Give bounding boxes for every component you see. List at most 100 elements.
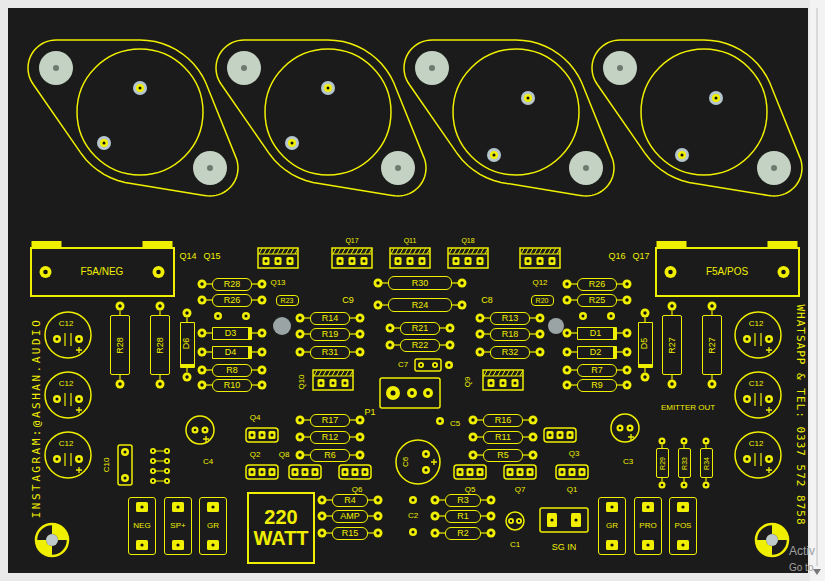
solder-pad <box>507 468 514 476</box>
electrolytic-capacitor <box>45 372 91 418</box>
drill-hole <box>353 470 356 473</box>
solder-pad <box>708 380 717 389</box>
solder-pad <box>287 257 294 265</box>
drill-hole <box>625 298 628 301</box>
heatsink-hatch <box>427 249 430 255</box>
component-lead <box>440 327 446 328</box>
solder-pad <box>557 431 564 439</box>
drill-hole <box>139 87 142 90</box>
solder-pad <box>536 314 545 323</box>
solder-pad <box>563 381 572 390</box>
part-label: R34 <box>703 457 710 470</box>
heatsink-hatch <box>535 249 538 255</box>
heatsink-hatch <box>405 249 408 255</box>
solder-pad <box>743 455 751 463</box>
resistor-body: R23 <box>276 295 299 306</box>
resistor-body: R24 <box>388 298 452 312</box>
drill-hole <box>681 543 684 546</box>
heatsink-hatch <box>485 249 488 255</box>
heatsink-hatch <box>472 249 475 255</box>
drill-hole <box>200 350 203 353</box>
to3-body <box>77 49 203 175</box>
heatsink-hatch <box>342 249 345 255</box>
solder-pad <box>490 151 498 159</box>
drill-hole <box>264 259 267 262</box>
mounting-pad <box>39 51 73 85</box>
drill-hole <box>670 304 673 307</box>
solder-pad <box>642 502 654 512</box>
heatsink-hatch <box>414 249 417 255</box>
drill-hole <box>211 543 214 546</box>
heatsink-hatch <box>539 249 542 255</box>
drill-hole <box>625 282 628 285</box>
solder-pad <box>164 468 170 474</box>
drill-hole <box>118 304 121 307</box>
drill-hole <box>260 350 263 353</box>
resistor-body: R28 <box>110 315 130 375</box>
part-designator: Q8 <box>279 451 290 459</box>
electrolytic-capacitor <box>186 416 214 444</box>
solder-pad <box>529 416 538 425</box>
drill-hole <box>200 298 203 301</box>
drill-hole <box>298 350 301 353</box>
drill-hole <box>471 435 474 438</box>
solder-pad <box>407 388 417 398</box>
drill-hole <box>538 350 541 353</box>
component-lead <box>186 368 187 373</box>
drill-hole <box>216 314 219 317</box>
to220-outline <box>258 248 298 268</box>
heatsink-hatch <box>369 249 372 255</box>
drill-hole <box>489 381 492 384</box>
part-label: D3 <box>225 329 237 338</box>
solder-pad <box>606 502 618 512</box>
electrolytic-capacitor <box>611 414 639 442</box>
diode-body: D4 <box>212 346 252 359</box>
solder-pad <box>563 280 572 289</box>
terminal-block: SP+ <box>164 497 192 555</box>
solder-pad <box>198 280 207 289</box>
heatsink-hatch <box>291 249 294 255</box>
solder-pad <box>374 301 383 310</box>
resistor-body: R10 <box>212 379 252 392</box>
resistor-body: R6 <box>310 449 350 462</box>
drill-hole <box>200 282 203 285</box>
solder-pad <box>469 433 478 442</box>
drill-hole <box>550 518 553 521</box>
part-designator: C2 <box>408 512 418 520</box>
to3-outline <box>216 40 426 196</box>
part-label: R6 <box>324 451 336 460</box>
solder-pad <box>508 518 514 524</box>
polarity-mark <box>766 407 772 413</box>
test-point <box>273 317 291 335</box>
film-capacitor <box>415 359 441 371</box>
component-lead <box>350 351 356 352</box>
solder-pad <box>516 518 522 524</box>
solder-pad <box>446 324 455 333</box>
drill-hole <box>320 531 323 534</box>
drill-hole <box>558 433 561 436</box>
part-label: R28 <box>115 337 124 354</box>
solder-pad <box>458 301 467 310</box>
mounting-pad <box>415 51 449 85</box>
drill-hole <box>629 427 632 430</box>
drill-hole <box>176 505 179 508</box>
trimmer-pad <box>386 386 400 400</box>
drill-hole <box>610 505 613 508</box>
heatsink-hatch <box>423 249 426 255</box>
resistor-body: R1 <box>445 510 481 523</box>
component-lead <box>452 282 458 283</box>
drill-hole <box>710 382 713 385</box>
solder-pad <box>136 84 144 92</box>
heatsink-hatch <box>333 249 336 255</box>
drill-hole <box>376 514 379 517</box>
solder-pad <box>153 266 165 278</box>
solder-pad <box>547 431 554 439</box>
solder-pad <box>469 451 478 460</box>
drill-hole <box>140 505 143 508</box>
heatsink-hatch <box>286 249 289 255</box>
resistor-body: R19 <box>310 328 350 341</box>
drill-hole <box>363 470 366 473</box>
solder-pad <box>258 381 267 390</box>
part-label: R17 <box>322 416 339 425</box>
